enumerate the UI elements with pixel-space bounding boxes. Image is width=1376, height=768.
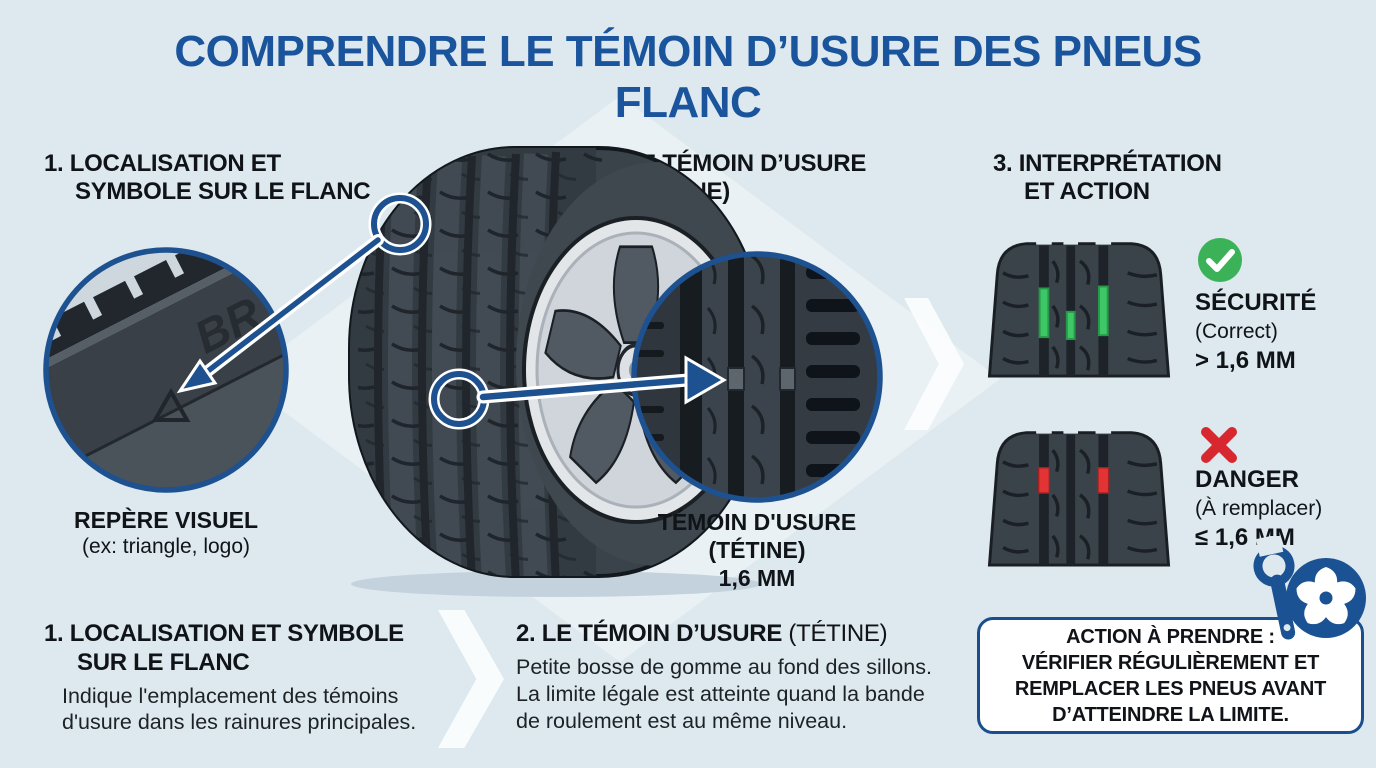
footer2-body-line2: La limite légale est atteinte quand la b…	[516, 681, 925, 706]
safe-sublabel: (Correct)	[1195, 319, 1278, 343]
tire-shadow	[351, 571, 761, 597]
safe-wear-bars	[1038, 285, 1109, 341]
footer1-body-line2: d'usure dans les rainures principales.	[62, 710, 417, 735]
action-box: ACTION À PRENDRE : VÉRIFIER RÉGULIÈREMEN…	[977, 617, 1364, 734]
step1-heading-line2: SYMBOLE SUR LE FLANC	[75, 177, 371, 205]
footer-step1: 1. LOCALISATION ET SYMBOLE SUR LE FLANC …	[44, 620, 416, 736]
danger-wear-marks	[1037, 466, 1110, 494]
tread-caption-line2: (TÉTINE)	[708, 537, 806, 564]
page-title-line2: FLANC	[614, 78, 762, 128]
safe-value: > 1,6 MM	[1195, 346, 1296, 374]
step3-heading: 3. INTERPRÉTATION ET ACTION	[993, 150, 1222, 205]
footer2-body-line3: de roulement est au même niveau.	[516, 708, 848, 733]
footer-step2: 2. LE TÉMOIN D’USURE (TÉTINE) Petite bos…	[516, 620, 932, 734]
tread-strip-danger	[987, 422, 1171, 567]
triangle-mark-icon	[151, 387, 191, 422]
danger-sublabel: (À remplacer)	[1195, 496, 1323, 520]
tread-caption: TÉMOIN D'USURE (TÉTINE) 1,6 MM	[628, 508, 886, 592]
cross-icon	[1201, 427, 1237, 463]
tread-caption-line1: TÉMOIN D'USURE	[657, 509, 857, 535]
tread-caption-line3: 1,6 MM	[718, 565, 796, 592]
sidewall-caption: REPÈRE VISUEL (ex: triangle, logo)	[28, 506, 304, 560]
wrench-wheel-icon	[1253, 536, 1366, 640]
danger-label: DANGER	[1195, 466, 1300, 493]
step1-heading: 1. LOCALISATION ET SYMBOLE SUR LE FLANC	[44, 150, 371, 205]
wear-indicator-bumps	[727, 367, 796, 391]
tread-inset	[631, 251, 883, 503]
action-box-line4: D’ATTEINDRE LA LIMITE.	[1052, 703, 1289, 726]
step3-heading-line1: 3. INTERPRÉTATION	[993, 150, 1222, 177]
tread-strip-safe	[987, 233, 1171, 378]
safe-label: SÉCURITÉ	[1195, 289, 1317, 316]
action-box-line1: ACTION À PRENDRE :	[1066, 625, 1275, 648]
page-title: COMPRENDRE LE TÉMOIN D’USURE DES PNEUS F…	[0, 26, 1376, 128]
sidewall-inset: BR	[43, 247, 289, 493]
footer1-heading-line1: 1. LOCALISATION ET SYMBOLE	[44, 620, 404, 647]
sidewall-caption-title: REPÈRE VISUEL	[73, 507, 259, 533]
step1-heading-line1: 1. LOCALISATION ET	[44, 150, 281, 177]
chevron-icon	[438, 610, 504, 748]
action-box-line2: VÉRIFIER RÉGULIÈREMENT ET	[1021, 651, 1320, 674]
check-icon	[1198, 238, 1242, 282]
footer2-heading-bold: 2. LE TÉMOIN D’USURE	[516, 620, 783, 647]
footer2-body-line1: Petite bosse de gomme au fond des sillon…	[516, 654, 932, 679]
action-box-line3: REMPLACER LES PNEUS AVANT	[1014, 677, 1327, 700]
step3-heading-line2: ET ACTION	[1024, 177, 1150, 205]
safe-text-block: SÉCURITÉ (Correct) > 1,6 MM	[1195, 288, 1316, 376]
sidewall-caption-sub: (ex: triangle, logo)	[81, 535, 251, 559]
footer1-heading-line2: SUR LE FLANC	[77, 648, 250, 676]
footer1-body-line1: Indique l'emplacement des témoins	[62, 683, 399, 708]
page-title-line1: COMPRENDRE LE TÉMOIN D’USURE DES PNEUS	[174, 27, 1202, 76]
footer2-heading-normal: (TÉTINE)	[782, 620, 888, 647]
